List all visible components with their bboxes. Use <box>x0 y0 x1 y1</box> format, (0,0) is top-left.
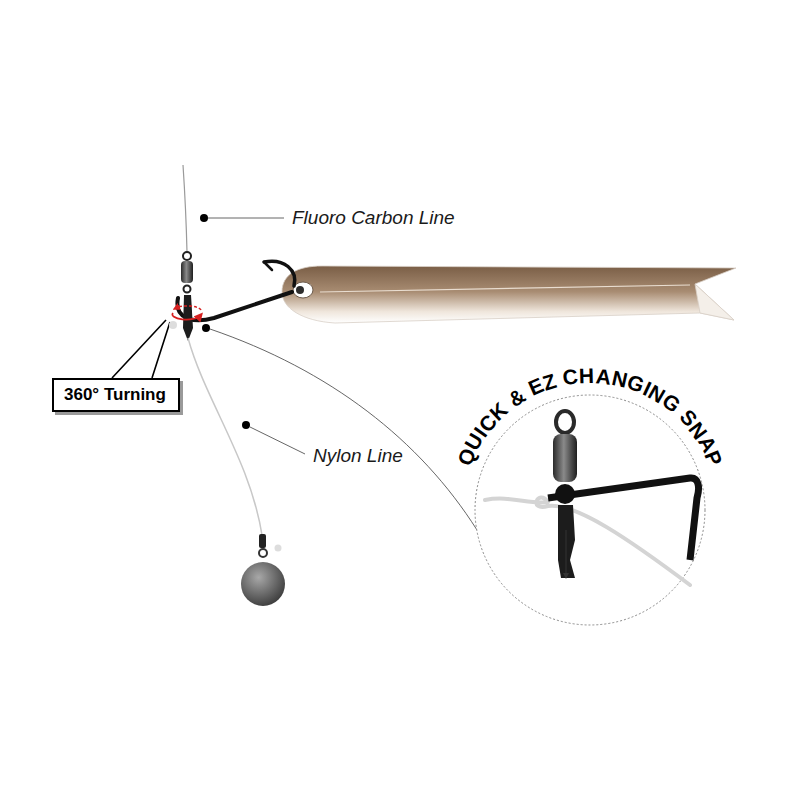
fluoro-line <box>183 165 187 252</box>
bait-pupil <box>296 286 304 294</box>
leader-line <box>208 218 284 219</box>
bait-tail <box>695 284 734 320</box>
down-arrow <box>566 530 567 576</box>
rotation-arrow <box>176 306 201 310</box>
sinker <box>241 562 285 606</box>
swivel-ring <box>183 252 191 260</box>
sinker-snap <box>259 534 266 548</box>
hook-point <box>264 261 295 286</box>
rotation-arrow <box>172 313 200 320</box>
detail-circle <box>475 395 705 625</box>
bead <box>555 484 575 504</box>
swivel-barrel <box>181 261 193 283</box>
hook-barb <box>264 262 272 270</box>
knot <box>169 321 177 329</box>
nylon-knot <box>485 498 690 585</box>
swivel-ring <box>556 411 574 433</box>
leader-dot <box>202 324 210 332</box>
line-label: Fluoro Carbon Line <box>292 207 455 229</box>
detail-title: QUICK & EZ CHANGING SNAP <box>426 346 754 520</box>
snap <box>183 295 193 341</box>
swivel-ring <box>184 286 191 293</box>
callout-text: 360° Turning <box>64 385 168 405</box>
leader-dot <box>200 214 208 222</box>
nylon-line <box>188 338 262 535</box>
leader-dot <box>242 421 250 429</box>
callout-box: 360° Turning <box>52 378 180 412</box>
line-label: Nylon Line <box>313 445 403 467</box>
soft-bait <box>282 266 736 323</box>
pointer-lines <box>112 320 170 378</box>
leader-line <box>250 427 305 454</box>
swivel-barrel <box>553 434 577 482</box>
leader-line <box>210 329 477 530</box>
knot <box>275 545 282 552</box>
snap <box>558 505 575 578</box>
sinker-ring <box>259 549 267 557</box>
bait-lateral-line <box>320 285 690 292</box>
